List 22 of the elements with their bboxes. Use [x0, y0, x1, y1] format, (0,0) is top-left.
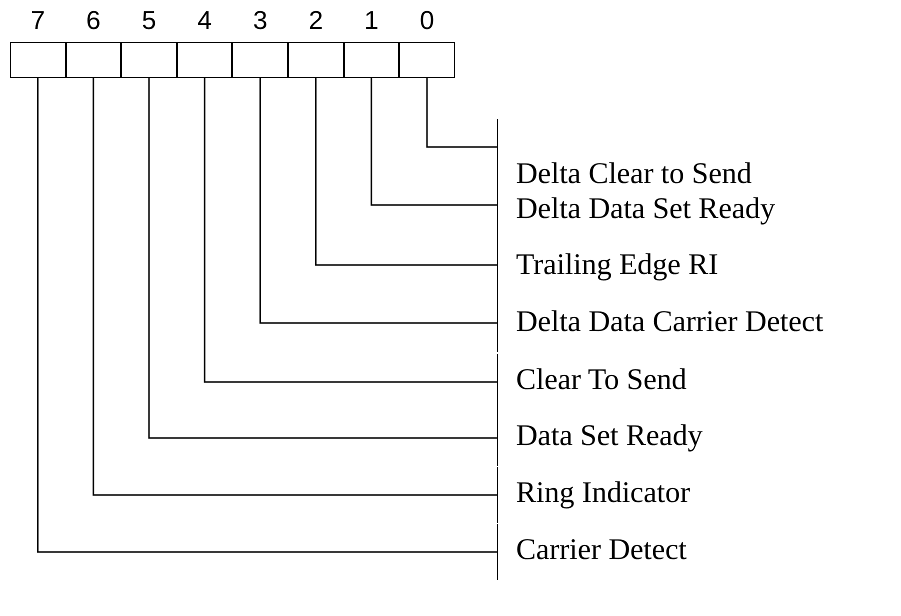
leader-line: [148, 78, 497, 439]
leader-line: [204, 78, 497, 383]
leader-line: [37, 78, 497, 553]
bit-number: 7: [30, 4, 46, 37]
signal-label: Clear To Send: [497, 354, 687, 410]
signal-label: Data Set Ready: [497, 410, 703, 466]
bit-number: 1: [363, 4, 380, 37]
leader-line: [426, 78, 497, 148]
leader-line: [259, 78, 497, 324]
signal-label: Delta Data Carrier Detect: [497, 295, 824, 352]
signal-label: Carrier Detect: [497, 524, 687, 580]
bit-number: 2: [308, 4, 324, 37]
bit-number: 6: [85, 4, 102, 37]
signal-label: Trailing Edge RI: [497, 237, 718, 295]
bit-number: 3: [252, 4, 268, 37]
leader-line: [92, 78, 497, 496]
signal-label: Ring Indicator: [497, 467, 690, 523]
bit-number: 4: [196, 4, 213, 37]
bit-number: 0: [418, 4, 436, 37]
leader-line: [370, 78, 497, 206]
leader-line: [315, 78, 497, 266]
bit-number: 5: [140, 4, 158, 37]
